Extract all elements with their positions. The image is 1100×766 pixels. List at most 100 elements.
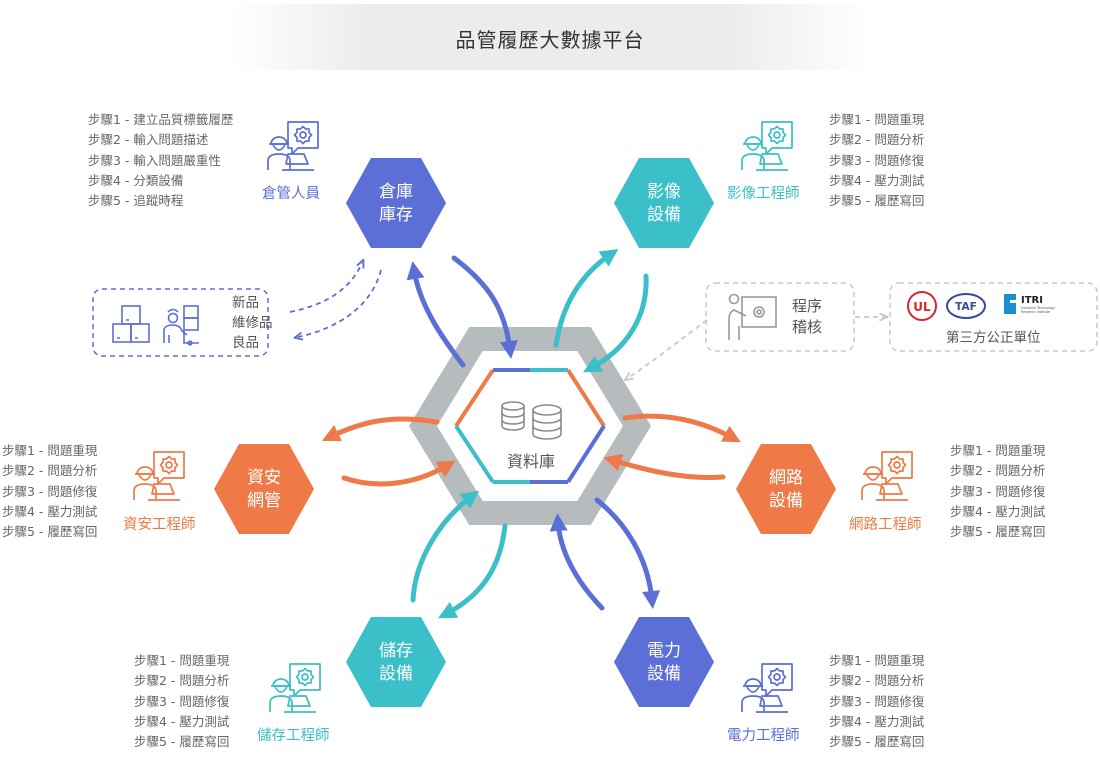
stock-item-new: 新品 <box>232 295 259 311</box>
third-party-box <box>889 282 1098 352</box>
hex-video[interactable]: 影像 設備 <box>614 158 714 248</box>
svg-text:庫存: 庫存 <box>379 205 413 225</box>
svg-text:設備: 設備 <box>647 205 681 225</box>
arrow-warehouse-to-db <box>451 255 518 359</box>
stock-item-good: 良品 <box>232 335 259 351</box>
step-item: 步驟1 - 建立品質標籤履歷 <box>88 112 234 127</box>
boxes-icon <box>112 305 150 343</box>
audit-box <box>705 282 855 352</box>
title-band <box>230 4 870 70</box>
hex-network[interactable]: 網路 設備 <box>736 444 836 534</box>
hex-warehouse[interactable]: 倉庫 庫存 <box>346 158 446 248</box>
arrow-db-to-network <box>622 413 741 443</box>
center-inner-hexagon <box>454 368 606 484</box>
step-item: 步驟2 - 問題分析 <box>2 463 98 479</box>
engineer-icon-warehouse <box>267 121 319 171</box>
svg-text:儲存: 儲存 <box>379 641 413 661</box>
step-item: 步驟5 - 履歷寫回 <box>829 734 925 750</box>
role-storage: 儲存工程師 <box>257 728 330 744</box>
hex-storage[interactable]: 儲存 設備 <box>346 617 446 707</box>
steps-network: 步驟1 - 問題重現 步驟2 - 問題分析 步驟3 - 問題修復 步驟4 - 壓… <box>950 441 1045 542</box>
audit-label-1: 程序 <box>792 297 823 315</box>
step-item: 步驟2 - 問題分析 <box>829 132 925 148</box>
step-item: 步驟5 - 履歷寫回 <box>950 524 1046 540</box>
step-item: 步驟2 - 輸入問題描述 <box>88 132 209 148</box>
step-item: 步驟1 - 問題重現 <box>950 443 1046 458</box>
svg-text:設備: 設備 <box>379 664 413 684</box>
arrow-db-to-warehouse <box>406 261 466 368</box>
arrow-storage-to-db <box>410 490 480 603</box>
hex-security[interactable]: 資安 網管 <box>214 444 314 534</box>
step-item: 步驟5 - 履歷寫回 <box>2 524 98 540</box>
step-item: 步驟3 - 問題修復 <box>2 483 98 499</box>
svg-text:倉庫: 倉庫 <box>379 182 413 202</box>
audit-label-2: 稽核 <box>792 318 823 336</box>
svg-text:影像: 影像 <box>647 182 681 202</box>
step-item: 步驟3 - 問題修復 <box>829 693 925 709</box>
taf-logo: TAF <box>946 293 986 319</box>
step-item: 步驟4 - 壓力測試 <box>2 503 98 519</box>
steps-storage: 步驟1 - 問題重現 步驟2 - 問題分析 步驟3 - 問題修復 步驟4 - 壓… <box>134 651 229 752</box>
svg-text:Research Institute: Research Institute <box>1021 310 1050 314</box>
svg-text:Industrial Technology: Industrial Technology <box>1021 306 1055 310</box>
svg-text:TAF: TAF <box>955 301 977 313</box>
step-item: 步驟5 - 履歷寫回 <box>134 734 230 750</box>
arrow-db-to-power <box>594 497 661 609</box>
step-item: 步驟1 - 問題重現 <box>134 653 230 668</box>
step-item: 步驟4 - 壓力測試 <box>950 503 1046 519</box>
center-ring <box>408 327 652 525</box>
step-item: 步驟3 - 問題修復 <box>829 152 925 168</box>
engineer-icon-network <box>861 451 913 501</box>
step-item: 步驟1 - 問題重現 <box>829 653 925 668</box>
svg-text:電力: 電力 <box>647 641 681 661</box>
engineer-icon-video <box>741 121 793 171</box>
engineer-icon-security <box>133 451 185 501</box>
step-item: 步驟1 - 問題重現 <box>2 443 98 458</box>
step-item: 步驟3 - 輸入問題嚴重性 <box>88 152 221 168</box>
svg-text:設備: 設備 <box>769 491 803 511</box>
presenter-icon <box>728 293 777 340</box>
step-item: 步驟1 - 問題重現 <box>829 112 925 127</box>
arrow-security-to-db <box>341 460 456 487</box>
arrow-db-to-security <box>321 416 440 442</box>
step-item: 步驟4 - 壓力測試 <box>829 713 925 729</box>
role-video: 影像工程師 <box>727 186 800 202</box>
step-item: 步驟2 - 問題分析 <box>950 463 1046 479</box>
step-item: 步驟4 - 壓力測試 <box>134 713 230 729</box>
step-item: 步驟3 - 問題修復 <box>134 693 230 709</box>
role-power: 電力工程師 <box>727 728 800 744</box>
steps-security: 步驟1 - 問題重現 步驟2 - 問題分析 步驟3 - 問題修復 步驟4 - 壓… <box>2 441 97 542</box>
svg-text:UL: UL <box>913 300 931 314</box>
steps-warehouse: 步驟1 - 建立品質標籤履歷 步驟2 - 輸入問題描述 步驟3 - 輸入問題嚴重… <box>88 110 233 211</box>
arrow-network-to-db <box>603 453 726 481</box>
svg-text:資安: 資安 <box>247 468 281 488</box>
svg-text:設備: 設備 <box>647 664 681 684</box>
svg-text:網管: 網管 <box>247 491 281 511</box>
hex-power[interactable]: 電力 設備 <box>614 617 714 707</box>
step-item: 步驟4 - 壓力測試 <box>829 172 925 188</box>
arrow-video-to-db <box>583 273 649 373</box>
arrow-db-to-storage <box>438 523 508 619</box>
dashed-arrow-to-warehouse <box>289 263 362 313</box>
step-item: 步驟4 - 分類設備 <box>88 172 184 188</box>
worker-cart-icon <box>163 305 199 346</box>
engineer-icon-power <box>741 663 793 713</box>
svg-text:ITRI: ITRI <box>1021 295 1043 306</box>
svg-text:網路: 網路 <box>769 468 803 488</box>
step-item: 步驟5 - 履歷寫回 <box>829 193 925 209</box>
database-icon <box>501 401 562 440</box>
database-label: 資料庫 <box>507 452 555 471</box>
page-title: 品管履歷大數據平台 <box>455 28 645 52</box>
step-item: 步驟2 - 問題分析 <box>134 673 230 689</box>
step-item: 步驟2 - 問題分析 <box>829 673 925 689</box>
role-security: 資安工程師 <box>123 517 196 533</box>
dashed-arrow-audit-to-db <box>628 319 708 378</box>
stock-item-repair: 維修品 <box>232 315 273 331</box>
engineer-icon-storage <box>269 663 321 713</box>
arrow-db-to-video <box>553 248 619 348</box>
arrow-power-to-db <box>549 513 605 611</box>
role-warehouse: 倉管人員 <box>262 186 320 202</box>
itri-logo: ITRI Industrial Technology Research Inst… <box>1004 294 1055 314</box>
step-item: 步驟3 - 問題修復 <box>950 483 1046 499</box>
